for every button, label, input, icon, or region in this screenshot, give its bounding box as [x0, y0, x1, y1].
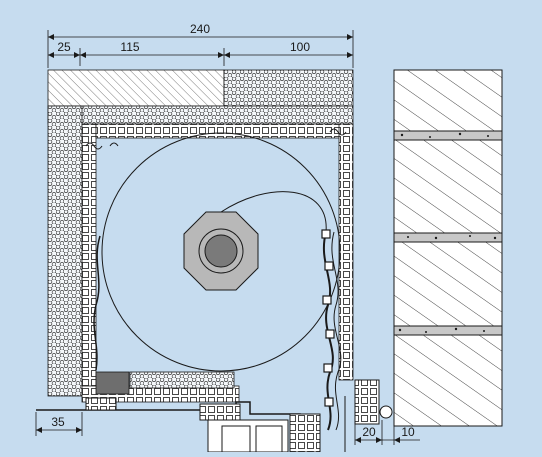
lintel-foam-block: [223, 69, 354, 107]
dim-label-overall: 240: [190, 22, 210, 36]
bottom-foam-strip: [129, 371, 235, 389]
dim-label-left-offset: 25: [57, 40, 71, 54]
lintel-hatched-block: [47, 69, 225, 107]
slat-joint: [322, 295, 332, 305]
top-frame-profile: [95, 123, 354, 139]
guide-rail: [354, 379, 393, 425]
roller-assembly: [101, 132, 341, 372]
brush-seal: [379, 405, 393, 419]
mortar-speckles: [398, 132, 497, 333]
top-dimensions: [47, 30, 354, 68]
corner-clip-left: [85, 142, 119, 150]
right-frame-profile: [338, 123, 354, 381]
dim-label-foam: 100: [290, 40, 310, 54]
mortar-joint: [393, 130, 503, 141]
slat-joint: [324, 261, 334, 271]
left-frame-profile: [81, 123, 97, 397]
mortar-joint: [393, 232, 503, 243]
masonry-wall: [393, 69, 503, 427]
box-casing: [47, 69, 354, 403]
window-frame-profile: [207, 419, 289, 453]
shutter-roll-circle: [101, 132, 341, 372]
left-guide-wave: [93, 235, 101, 371]
brick-wall: [393, 69, 503, 427]
curtain-inner-line: [331, 231, 342, 431]
slat-joint: [324, 397, 334, 407]
dim-label-gap: 20: [362, 425, 376, 439]
strap-curve: [220, 191, 327, 233]
dim-label-hatched: 115: [120, 40, 139, 54]
mortar-joint: [393, 325, 503, 336]
window-frame: [36, 396, 346, 453]
dim-arrows-20-10: [355, 437, 400, 443]
slat-joint: [321, 229, 331, 239]
axle-bore: [204, 234, 238, 268]
slat-joint: [323, 363, 333, 373]
slat-joint: [325, 329, 335, 339]
bottom-dimensions: [35, 412, 420, 445]
shutter-curtain: [93, 229, 342, 431]
top-foam-layer: [47, 105, 354, 125]
dim-label-bottom-left: 35: [51, 415, 65, 429]
seal-block: [95, 371, 130, 395]
guide-rail-profile: [354, 379, 380, 425]
corner-clip-right: [329, 128, 347, 136]
frame-clip-mid: [199, 403, 241, 421]
left-foam-wall: [47, 105, 83, 397]
dim-label-bottom-right: 10: [401, 425, 415, 439]
window-sash-profile: [289, 413, 321, 453]
frame-clip-left: [85, 397, 117, 411]
